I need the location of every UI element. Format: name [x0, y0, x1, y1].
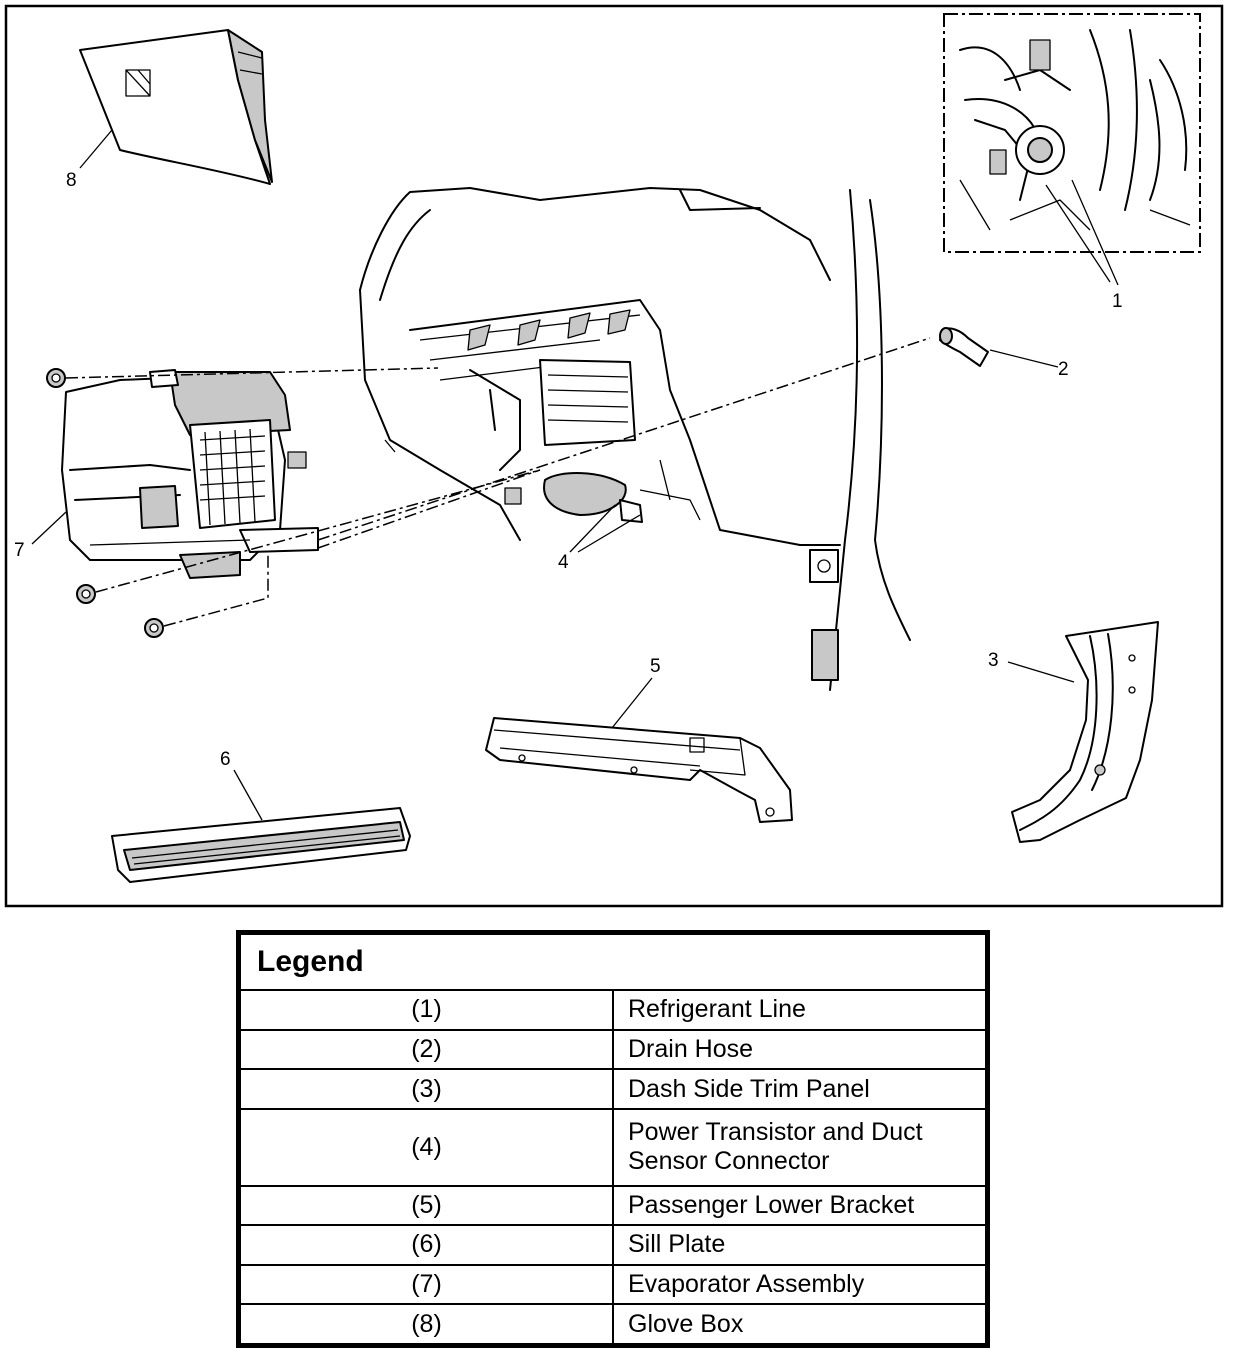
refrigerant-line-inset [943, 13, 1201, 253]
legend-number: (1) [239, 989, 614, 1031]
legend-title: Legend [239, 933, 987, 991]
legend-description: Sill Plate [612, 1224, 987, 1266]
drain-hose-illustration [939, 327, 989, 367]
legend-row: (2)Drain Hose [239, 1028, 987, 1071]
glove-box-illustration [79, 29, 273, 185]
legend-description: Passenger Lower Bracket [612, 1184, 987, 1227]
callout-6: 6 [220, 749, 231, 770]
legend-row: (1)Refrigerant Line [239, 989, 987, 1031]
legend-row: (4)Power Transistor and Duct Sensor Conn… [239, 1107, 987, 1187]
legend-number: (4) [239, 1107, 614, 1187]
passenger-lower-bracket-illustration [485, 717, 793, 823]
dash-panel-illustration [359, 187, 911, 691]
callout-7: 7 [14, 540, 25, 561]
callout-2: 2 [1058, 359, 1069, 380]
legend-row: (7)Evaporator Assembly [239, 1263, 987, 1306]
callout-4: 4 [558, 552, 569, 573]
legend-description: Dash Side Trim Panel [612, 1068, 987, 1110]
legend-row: (8)Glove Box [239, 1303, 987, 1345]
dash-side-trim-panel-illustration [1011, 621, 1159, 843]
legend-table: Legend (1)Refrigerant Line (2)Drain Hose… [236, 930, 990, 1348]
legend-row: (3)Dash Side Trim Panel [239, 1068, 987, 1110]
callout-labels: 1 2 3 4 5 6 7 8 [14, 170, 1123, 770]
nut-illustrations [46, 368, 164, 638]
legend-number: (5) [239, 1184, 614, 1227]
legend-row: (6)Sill Plate [239, 1224, 987, 1266]
sill-plate-illustration [111, 807, 411, 883]
legend-description: Glove Box [612, 1303, 987, 1345]
legend-number: (6) [239, 1224, 614, 1266]
leader-lines [31, 129, 1119, 821]
legend-description: Refrigerant Line [612, 989, 987, 1031]
legend-number: (2) [239, 1028, 614, 1071]
callout-1: 1 [1112, 291, 1123, 312]
evaporator-assembly-illustration [61, 369, 319, 579]
alignment-lines [65, 337, 931, 627]
legend-description: Power Transistor and Duct Sensor Connect… [612, 1107, 987, 1187]
legend-row: (5)Passenger Lower Bracket [239, 1184, 987, 1227]
legend-number: (7) [239, 1263, 614, 1306]
exploded-view-diagram: 1 2 3 4 5 6 7 8 [4, 4, 1224, 908]
legend-number: (8) [239, 1303, 614, 1345]
legend-number: (3) [239, 1068, 614, 1110]
callout-3: 3 [988, 650, 999, 671]
callout-8: 8 [66, 170, 77, 191]
legend-description: Drain Hose [612, 1028, 987, 1071]
callout-5: 5 [650, 656, 661, 677]
legend-description: Evaporator Assembly [612, 1263, 987, 1306]
